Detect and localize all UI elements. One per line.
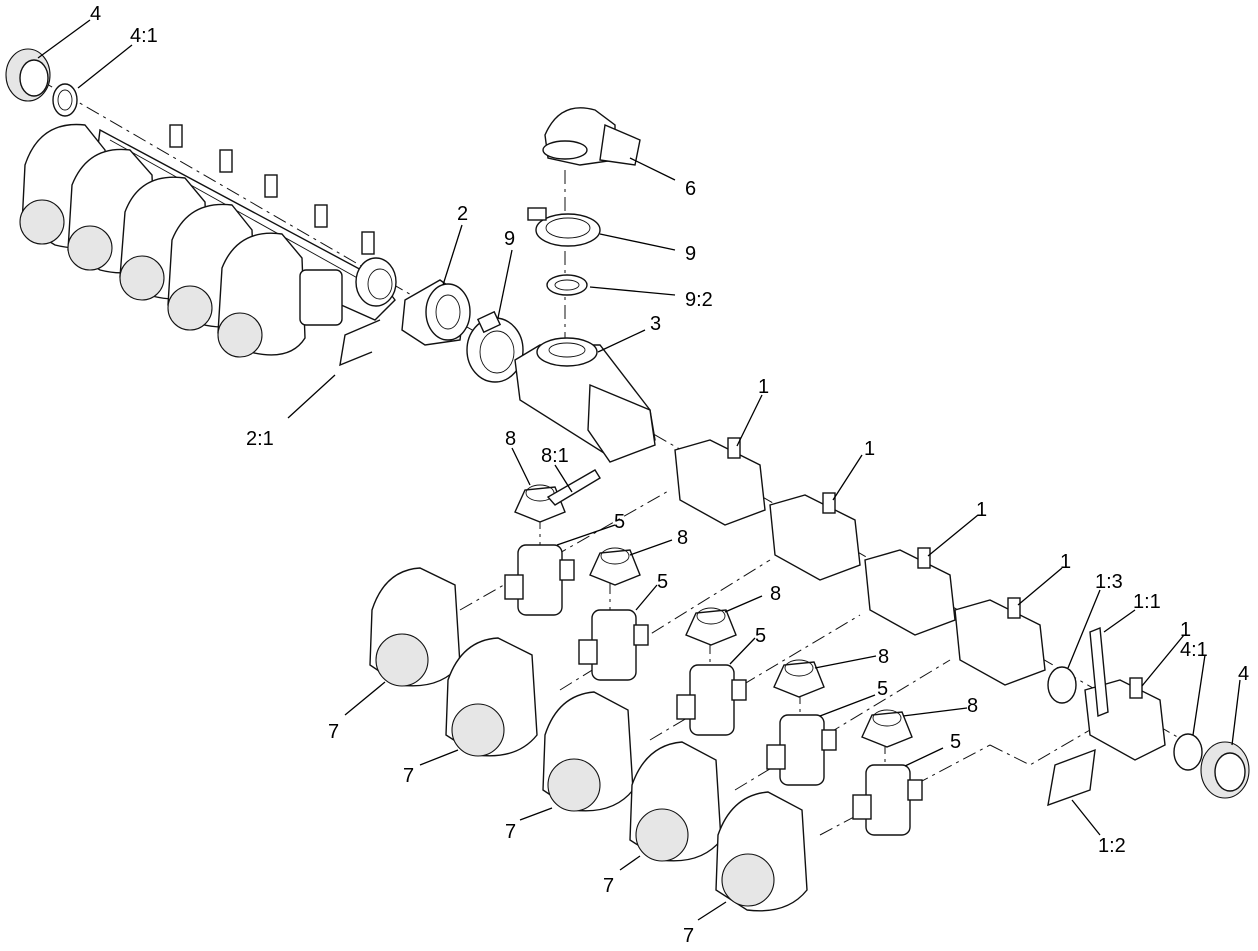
retaining-clip-icon [1089,627,1109,717]
callout-8-b: 8 [677,527,688,549]
control-valve-icon [852,764,923,836]
callout-8-1: 8:1 [541,445,569,467]
actuator-motor-icon [445,637,538,757]
callout-1-d: 1 [1060,551,1071,573]
retaining-clip-icon [546,469,601,506]
callout-1-a: 1 [758,376,769,398]
callout-5-b: 5 [657,571,668,593]
control-valve-icon [504,544,575,616]
control-valve-icon [674,437,766,526]
callout-1-1: 1:1 [1133,591,1161,613]
actuator-motor-icon [542,691,634,812]
callout-7-b: 7 [403,765,414,787]
callout-2-1: 2:1 [246,428,274,450]
callout-9-top: 9 [685,243,696,265]
callout-3: 3 [650,313,661,335]
callout-1-c: 1 [976,499,987,521]
actuator-motor-icon [217,232,306,358]
actuator-motor-icon [715,791,808,912]
assembled-manifold [5,48,397,358]
end-cap-icon [5,48,51,102]
callout-6: 6 [685,178,696,200]
callout-1-3: 1:3 [1095,571,1123,593]
actuator-motor-icon [629,741,722,862]
callout-5-c: 5 [755,625,766,647]
callout-2: 2 [457,203,468,225]
callout-7-e: 7 [683,925,694,947]
callout-9-2: 9:2 [685,289,713,311]
seal-washer-icon [546,274,588,296]
actuator-motor-icon [369,567,461,687]
retaining-clip-icon [1047,748,1096,807]
valve-knob-icon [861,709,913,748]
callout-1-b: 1 [864,438,875,460]
control-valve-icon [864,547,956,636]
callout-7-c: 7 [505,821,516,843]
tee-fitting-icon [514,337,656,463]
callout-1-2: 1:2 [1098,835,1126,857]
valve-knob-icon [589,547,641,586]
callout-4-right: 4 [1238,663,1249,685]
control-valve-icon [769,492,861,581]
callout-4-1-right: 4:1 [1180,639,1208,661]
control-valve-icon [676,664,747,736]
valve-knob-icon [685,607,737,646]
control-valve-icon [766,714,837,786]
callout-8-c: 8 [770,583,781,605]
valve-knob-icon [773,659,825,698]
callout-5-a: 5 [614,511,625,533]
clamp-ring-icon [466,310,524,383]
callout-1-e: 1 [1180,619,1191,641]
callout-labels: 4 4:1 2 9 6 9 9:2 3 2:1 8 8:1 1 1 5 8 1 … [90,3,1249,947]
callout-7-d: 7 [603,875,614,897]
callout-8-e: 8 [967,695,978,717]
callout-9-left: 9 [504,228,515,250]
control-valve-icon [954,597,1046,686]
end-cap-icon [1200,741,1250,799]
callout-8-d: 8 [878,646,889,668]
callout-7-a: 7 [328,721,339,743]
control-valve-icon [578,609,649,681]
nozzle-body-icon [401,279,471,346]
seal-washer-icon [52,83,78,117]
hose-barb-elbow-icon [542,107,641,166]
clamp-ring-icon [527,207,601,247]
retaining-clip-icon [339,319,381,367]
callout-4-top: 4 [90,3,101,25]
callout-8-first: 8 [505,428,516,450]
callout-5-e: 5 [950,731,961,753]
leader-lines [37,19,1241,921]
callout-4-1-top: 4:1 [130,25,158,47]
seal-washer-icon [1047,666,1077,704]
callout-5-d: 5 [877,678,888,700]
seal-washer-icon [1173,733,1203,771]
